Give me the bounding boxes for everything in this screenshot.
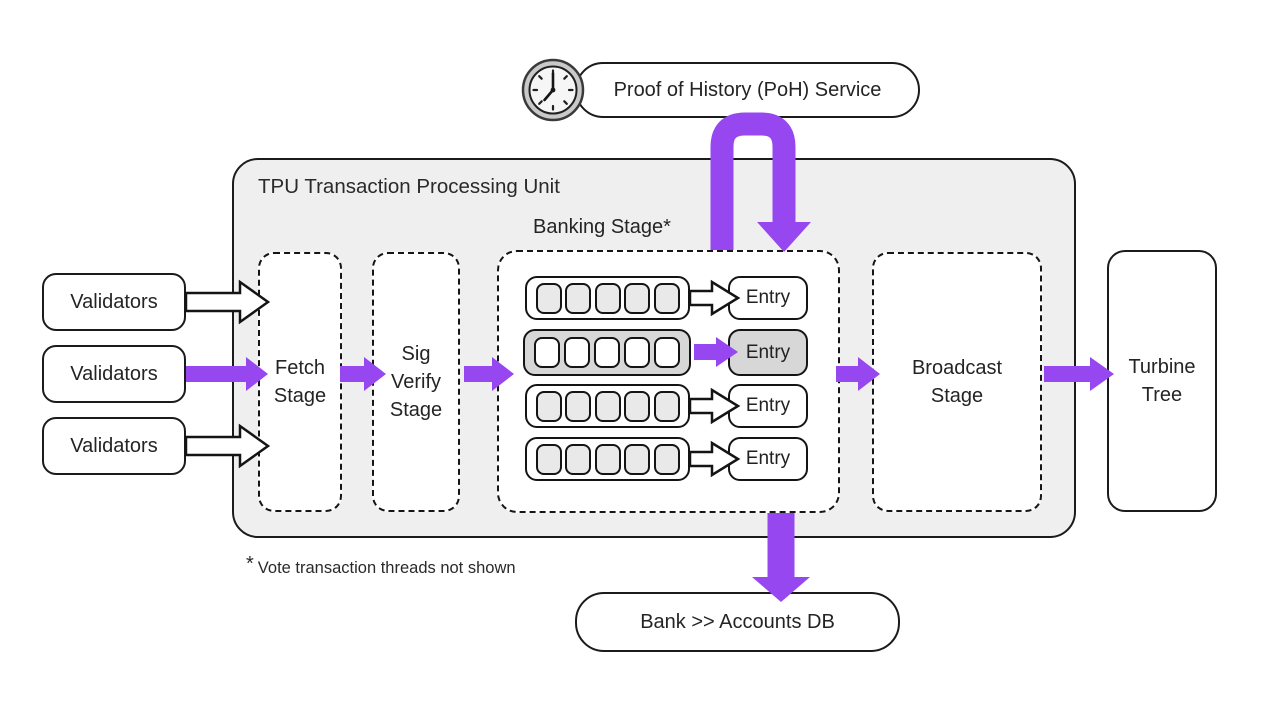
queue-slot [535,282,562,314]
validator-box-3: Validators [42,417,186,475]
clock-ticks [532,69,574,111]
validator-label: Validators [70,290,158,313]
queue-slot [594,337,620,368]
transaction-queue-4 [525,437,690,481]
queue-slot [535,443,562,475]
entry-label: Entry [745,341,791,363]
queue-slot [624,390,650,422]
transaction-queue-1 [525,276,690,320]
poh-service-box: Proof of History (PoH) Service [575,62,920,118]
queue-slot [565,282,591,314]
queue-slot [594,282,621,314]
bank-accounts-db-box: Bank >> Accounts DB [575,592,900,652]
queue-slot [653,282,680,314]
queue-slot [535,390,562,422]
queue-slot [624,337,650,368]
sig-verify-stage-label: Sig Verify Stage [389,343,443,421]
transaction-queue-3 [525,384,690,428]
bank-accounts-db-label: Bank >> Accounts DB [640,610,835,633]
queue-slot [653,443,680,475]
entry-label: Entry [745,448,791,469]
poh-service-label: Proof of History (PoH) Service [613,78,882,101]
validator-label: Validators [70,362,158,385]
queue-slot [624,282,650,314]
footnote: *Vote transaction threads not shown [246,553,516,579]
queue-slot [594,443,621,475]
queue-slot [594,390,621,422]
turbine-tree-box: Turbine Tree [1107,250,1217,512]
validator-box-1: Validators [42,273,186,331]
entry-label: Entry [745,395,791,416]
footnote-text: Vote transaction threads not shown [257,559,516,577]
entry-box-3: Entry [728,384,808,428]
footnote-marker: * [246,553,254,575]
queue-slot [565,390,591,422]
validator-box-2: Validators [42,345,186,403]
broadcast-stage-box: Broadcast Stage [872,252,1042,512]
banking-stage-label: Banking Stage* [533,216,671,238]
entry-box-1: Entry [728,276,808,320]
queue-slot [565,443,591,475]
queue-slot [624,443,650,475]
broadcast-stage-label: Broadcast Stage [911,357,1003,407]
tpu-title: TPU Transaction Processing Unit [258,175,560,198]
fetch-stage-box: Fetch Stage [258,252,342,512]
turbine-tree-label: Turbine Tree [1128,356,1196,406]
entry-box-4: Entry [728,437,808,481]
sig-verify-stage-box: Sig Verify Stage [372,252,460,512]
queue-slot [654,337,680,368]
queue-slot [534,337,560,368]
clock-icon [521,58,585,122]
entry-label: Entry [745,287,791,308]
queue-slot [564,337,590,368]
queue-slot [653,390,680,422]
entry-box-2: Entry [728,329,808,376]
transaction-queue-2 [523,329,691,376]
validator-label: Validators [70,434,158,457]
fetch-stage-label: Fetch Stage [273,357,327,407]
